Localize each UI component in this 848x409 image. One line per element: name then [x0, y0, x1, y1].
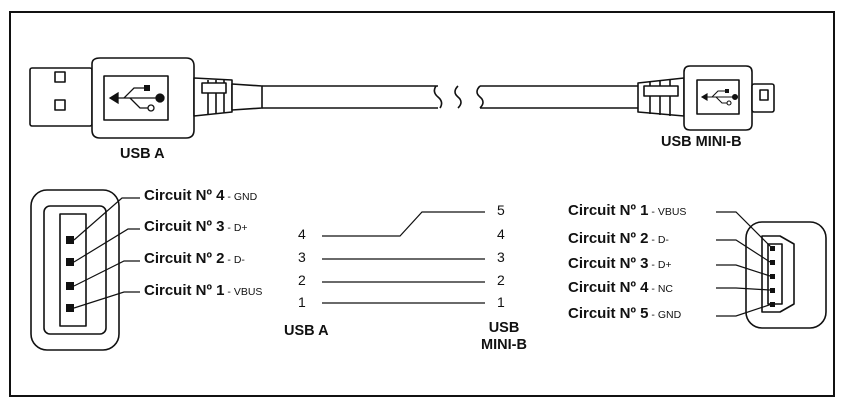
right-pin-2: 2: [497, 272, 505, 288]
usb-a-top-label: USB A: [120, 146, 165, 162]
usb-trident-icon: [108, 85, 165, 112]
usb-mini-b-receptacle: [745, 221, 827, 329]
signal-label: - NC: [648, 283, 673, 295]
mini-b-circuit-3: Circuit Nº 3 - D+: [568, 255, 672, 273]
left-pin-1: 1: [298, 294, 306, 310]
right-pin-1: 1: [497, 294, 505, 310]
signal-label: - D+: [224, 222, 248, 234]
usb-a-circuit-3: Circuit Nº 3 - D+: [144, 218, 248, 236]
right-pin-4: 4: [497, 226, 505, 242]
left-pin-3: 3: [298, 249, 306, 265]
usb-a-circuit-1: Circuit Nº 1 - VBUS: [144, 282, 262, 300]
usb-a-circuit-2: Circuit Nº 2 - D-: [144, 250, 245, 268]
usb-mini-b-top-label: USB MINI-B: [661, 134, 742, 150]
usb-a-pin-contacts: [66, 236, 74, 312]
mini-b-circuit-1: Circuit Nº 1 - VBUS: [568, 202, 686, 220]
diagram-frame: [9, 11, 835, 397]
mini-b-circuit-4: Circuit Nº 4 - NC: [568, 279, 673, 297]
left-pin-4: 4: [298, 226, 306, 242]
cable-left: [262, 85, 443, 109]
circuit-label: Circuit Nº 5: [568, 305, 649, 322]
usb-a-receptacle: [30, 189, 120, 351]
signal-label: - D-: [648, 234, 669, 246]
right-pin-3: 3: [497, 249, 505, 265]
mini-b-circuit-5: Circuit Nº 5 - GND: [568, 305, 681, 323]
usb-mini-b-bottom-line2: MINI-B: [481, 337, 527, 353]
usb-trident-icon-mini: [700, 89, 739, 106]
circuit-label: Circuit Nº 2: [144, 250, 225, 267]
left-pin-2: 2: [298, 272, 306, 288]
circuit-label: Circuit Nº 1: [144, 282, 225, 299]
usb-a-leader-lines: [73, 197, 140, 309]
circuit-label: Circuit Nº 3: [144, 218, 225, 235]
circuit-label: Circuit Nº 3: [568, 255, 649, 272]
circuit-label: Circuit Nº 1: [568, 202, 649, 219]
signal-label: - VBUS: [224, 286, 263, 298]
circuit-label: Circuit Nº 4: [568, 279, 649, 296]
mini-b-pin-contacts: [770, 246, 775, 307]
usb-mini-b-bottom-line1: USB: [488, 320, 520, 336]
signal-label: - D-: [224, 254, 245, 266]
wiring-lines: [322, 211, 485, 304]
signal-label: - D+: [648, 259, 672, 271]
usb-mini-b-bottom-label: USB MINI-B: [474, 320, 534, 354]
usb-a-bottom-label: USB A: [284, 323, 329, 339]
signal-label: - GND: [224, 191, 258, 203]
usb-mini-b-plug: [637, 65, 775, 131]
signal-label: - VBUS: [648, 206, 687, 218]
usb-a-circuit-4: Circuit Nº 4 - GND: [144, 187, 257, 205]
signal-label: - GND: [648, 309, 682, 321]
mini-b-leader-lines: [716, 211, 773, 317]
mini-b-circuit-2: Circuit Nº 2 - D-: [568, 230, 669, 248]
cable-right: [476, 85, 638, 109]
circuit-label: Circuit Nº 2: [568, 230, 649, 247]
circuit-label: Circuit Nº 4: [144, 187, 225, 204]
cable-break: [454, 85, 462, 109]
right-pin-5: 5: [497, 202, 505, 218]
